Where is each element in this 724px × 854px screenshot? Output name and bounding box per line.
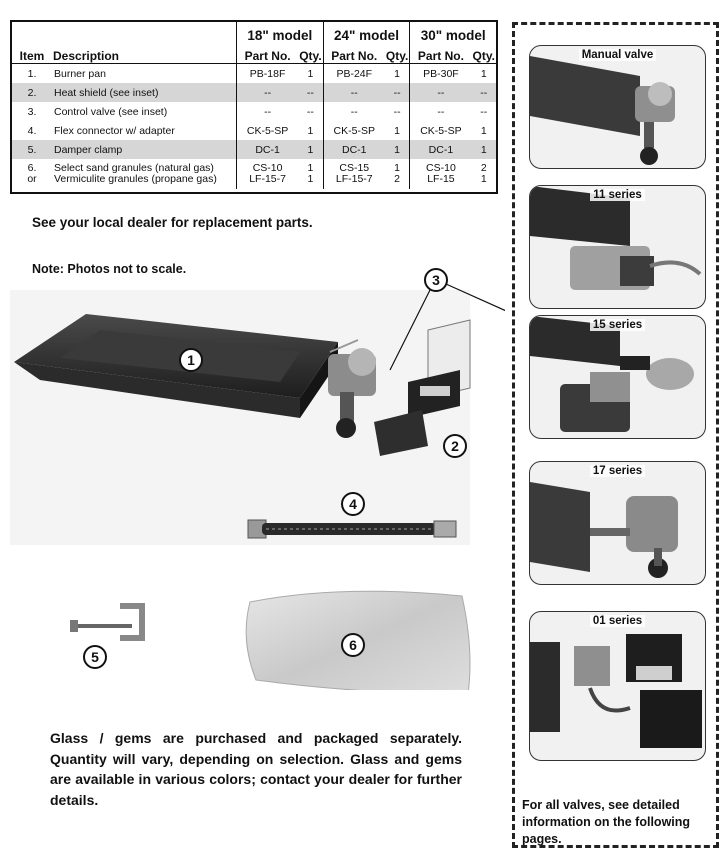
header-qty-30: Qty. bbox=[471, 43, 496, 64]
table-row: 4. Flex connector w/ adapter CK-5-SP 1 C… bbox=[12, 121, 496, 140]
header-30-model: 30" model bbox=[409, 22, 496, 43]
valve-card-17-series: 17 series bbox=[529, 461, 706, 585]
manual-valve-photo bbox=[530, 56, 675, 165]
valve-card-15-series: 15 series bbox=[529, 315, 706, 439]
parts-illustration bbox=[10, 283, 505, 690]
burner-pan-image bbox=[14, 314, 338, 418]
header-description: Description bbox=[52, 43, 237, 64]
valve-label-manual: Manual valve bbox=[578, 49, 657, 61]
header-part-30: Part No. bbox=[409, 43, 472, 64]
valve-label-01-series: 01 series bbox=[589, 615, 646, 627]
dealer-note: See your local dealer for replacement pa… bbox=[32, 215, 313, 230]
table-row: 3. Control valve (see inset) -- -- -- --… bbox=[12, 102, 496, 121]
valve-card-manual: Manual valve bbox=[529, 45, 706, 169]
control-valve-image bbox=[328, 339, 376, 438]
valve-label-17-series: 17 series bbox=[589, 465, 646, 477]
callout-6: 6 bbox=[341, 633, 365, 657]
heat-shield-image bbox=[374, 319, 471, 456]
table-row: 6.or Select sand granules (natural gas)V… bbox=[12, 159, 496, 189]
valves-panel: Manual valve 11 series 15 series 17 seri… bbox=[512, 22, 719, 848]
header-18-model: 18" model bbox=[236, 22, 324, 43]
table-row: 5. Damper clamp DC-1 1 DC-1 1 DC-1 1 bbox=[12, 140, 496, 159]
valve-card-11-series: 11 series bbox=[529, 185, 706, 309]
callout-3: 3 bbox=[424, 268, 448, 292]
valve-01-series-photo bbox=[530, 634, 702, 748]
header-qty-24: Qty. bbox=[384, 43, 410, 64]
damper-clamp-image bbox=[70, 603, 145, 641]
parts-table: 18" model 24" model 30" model Item Descr… bbox=[10, 20, 498, 194]
table-row: 2. Heat shield (see inset) -- -- -- -- -… bbox=[12, 83, 496, 102]
valves-footer-note: For all valves, see detailed information… bbox=[522, 798, 691, 846]
callout-5: 5 bbox=[83, 645, 107, 669]
header-part-24: Part No. bbox=[322, 43, 385, 64]
header-part-18: Part No. bbox=[236, 43, 299, 64]
callout-2: 2 bbox=[443, 434, 467, 458]
header-qty-18: Qty. bbox=[298, 43, 324, 64]
scale-note: Note: Photos not to scale. bbox=[32, 262, 187, 276]
valve-label-15-series: 15 series bbox=[589, 319, 646, 331]
valve-11-series-photo bbox=[530, 186, 702, 290]
header-24-model: 24" model bbox=[322, 22, 410, 43]
valve-card-01-series: 01 series bbox=[529, 611, 706, 761]
valve-15-series-photo bbox=[530, 316, 694, 432]
flex-connector-image bbox=[247, 519, 457, 539]
header-item: Item bbox=[12, 43, 52, 64]
callout-1: 1 bbox=[179, 348, 203, 372]
callout-4: 4 bbox=[341, 492, 365, 516]
valve-17-series-photo bbox=[530, 482, 678, 578]
table-row: 1. Burner pan PB-18F 1 PB-24F 1 PB-30F 1 bbox=[12, 63, 496, 83]
glass-gems-note: Glass / gems are purchased and packaged … bbox=[50, 730, 462, 808]
valve-label-11-series: 11 series bbox=[590, 189, 645, 201]
